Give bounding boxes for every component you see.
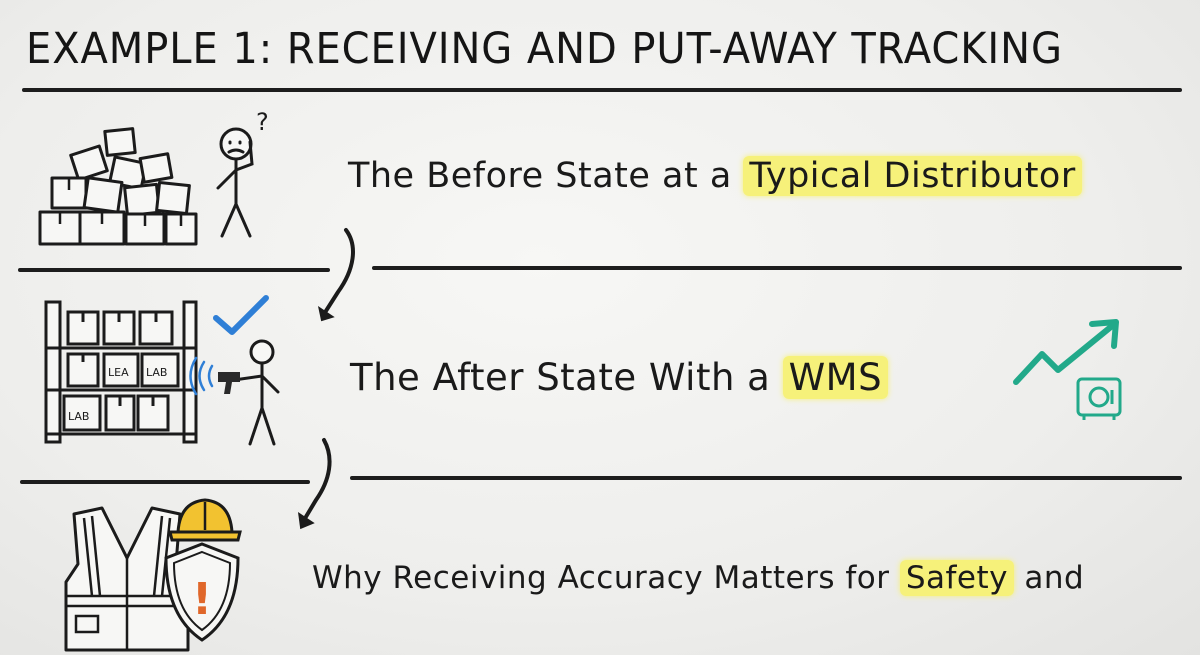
down-arrow-1-icon: [317, 228, 355, 322]
row-2-highlight: WMS: [782, 356, 889, 399]
row-2-text: The After State With a: [350, 356, 783, 399]
scanner-person-icon: [189, 339, 280, 446]
title-text: EXAMPLE 1: RECEIVING AND PUT-AWAY TRACKI…: [26, 24, 1063, 74]
hard-hat-icon: [168, 498, 242, 542]
confused-person-icon: ?: [216, 108, 269, 238]
down-arrow-2-icon: [297, 438, 332, 530]
divider-1-left: [18, 268, 330, 272]
box-pile-icon: [38, 127, 198, 246]
divider-2-right: [350, 476, 1182, 480]
divider-2-left: [20, 480, 310, 484]
divider-1-right: [372, 266, 1182, 270]
row-3-heading: Why Receiving Accuracy Matters for Safet…: [312, 560, 1084, 596]
checkmark-icon: [213, 295, 269, 335]
question-mark-icon: ?: [256, 108, 269, 136]
title-underline: [22, 88, 1182, 92]
shelf-label-lea: LEA: [108, 366, 129, 379]
row-1-heading: The Before State at a Typical Distributo…: [348, 156, 1082, 196]
warning-shield-icon: !: [164, 542, 240, 642]
shelf-label-lab-1: LAB: [146, 366, 167, 379]
row-3-highlight: Safety: [899, 560, 1014, 596]
safe-icon: [1076, 377, 1122, 420]
warning-mark-icon: !: [192, 574, 212, 625]
shelf-label-lab-2: LAB: [68, 410, 89, 423]
row-1-text: The Before State at a: [348, 156, 744, 196]
page-title: EXAMPLE 1: RECEIVING AND PUT-AWAY TRACKI…: [26, 14, 1186, 84]
warehouse-shelf-icon: LEA LAB LAB: [44, 300, 198, 444]
row-1-highlight: Typical Distributor: [743, 156, 1082, 196]
row-2-heading: The After State With a WMS: [350, 356, 889, 399]
row-3-text-tail: and: [1014, 560, 1085, 596]
row-3-text: Why Receiving Accuracy Matters for: [312, 560, 900, 596]
trend-up-icon: [1013, 319, 1119, 385]
